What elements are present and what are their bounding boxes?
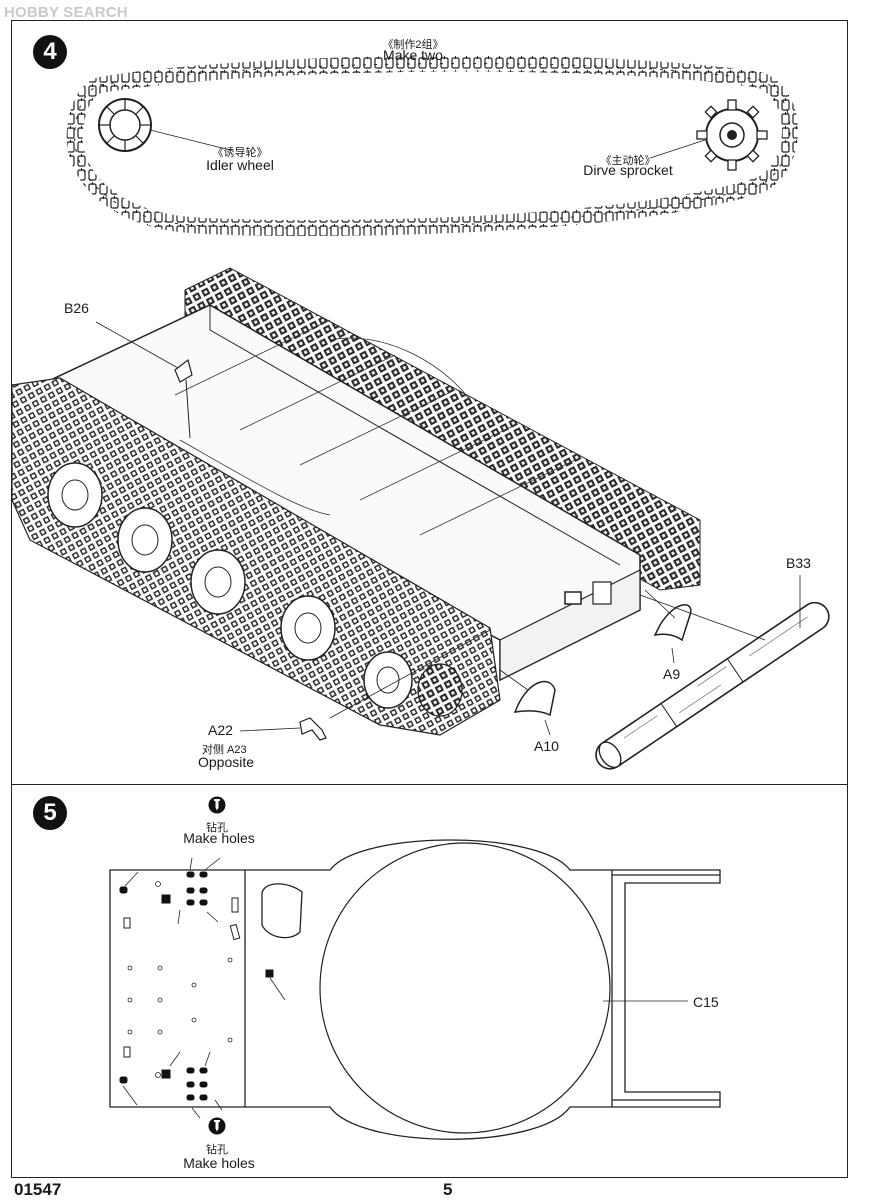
drill-icon: [208, 796, 226, 814]
part-a23-cn-label: 对侧 A23: [202, 744, 247, 756]
make-two-cn: 《制作2组》: [382, 39, 444, 51]
part-a10-label: A10: [534, 738, 559, 754]
catalog-number: 01547: [14, 1180, 62, 1199]
idler-wheel-label: Idler wheel: [206, 157, 274, 173]
page-number: 5: [443, 1180, 453, 1199]
make-two-label: Make two: [383, 47, 443, 63]
drill-icon: [208, 1117, 226, 1135]
idler-wheel-drawing: [98, 98, 231, 152]
step-divider: [11, 784, 848, 785]
make-holes-top: Make holes: [183, 830, 255, 846]
drill-cn-top: 钻孔: [206, 822, 228, 834]
drill-cn-bottom: 钻孔: [206, 1144, 228, 1156]
idler-wheel-cn: 《诱导轮》: [212, 147, 268, 159]
part-c15-label: C15: [693, 994, 719, 1010]
page-frame: [11, 20, 848, 1178]
hole-leader-arrows: [122, 857, 286, 1119]
track-loop: [66, 55, 798, 237]
part-b26-label: B26: [64, 300, 89, 316]
hole-markers: [119, 871, 274, 1101]
plate-detail-dots: [127, 881, 233, 1078]
part-a22-label: A22: [208, 722, 233, 738]
part-a9-label: A9: [663, 666, 681, 682]
drive-sprocket-label: Dirve sprocket: [583, 162, 673, 178]
watermark-logo: HOBBY SEARCH: [4, 4, 128, 21]
make-holes-bottom: Make holes: [183, 1155, 255, 1171]
hull-bottom-plate-drawing: [109, 839, 721, 1140]
opposite-label: Opposite: [198, 754, 255, 770]
drive-sprocket-cn: 《主动轮》: [600, 155, 656, 167]
step-4-badge: 4: [33, 35, 67, 69]
drive-sprocket-drawing: [649, 99, 768, 171]
step-5-badge: 5: [33, 796, 67, 830]
part-b33-label: B33: [786, 555, 811, 571]
hull-assembly-drawing: [11, 267, 830, 770]
